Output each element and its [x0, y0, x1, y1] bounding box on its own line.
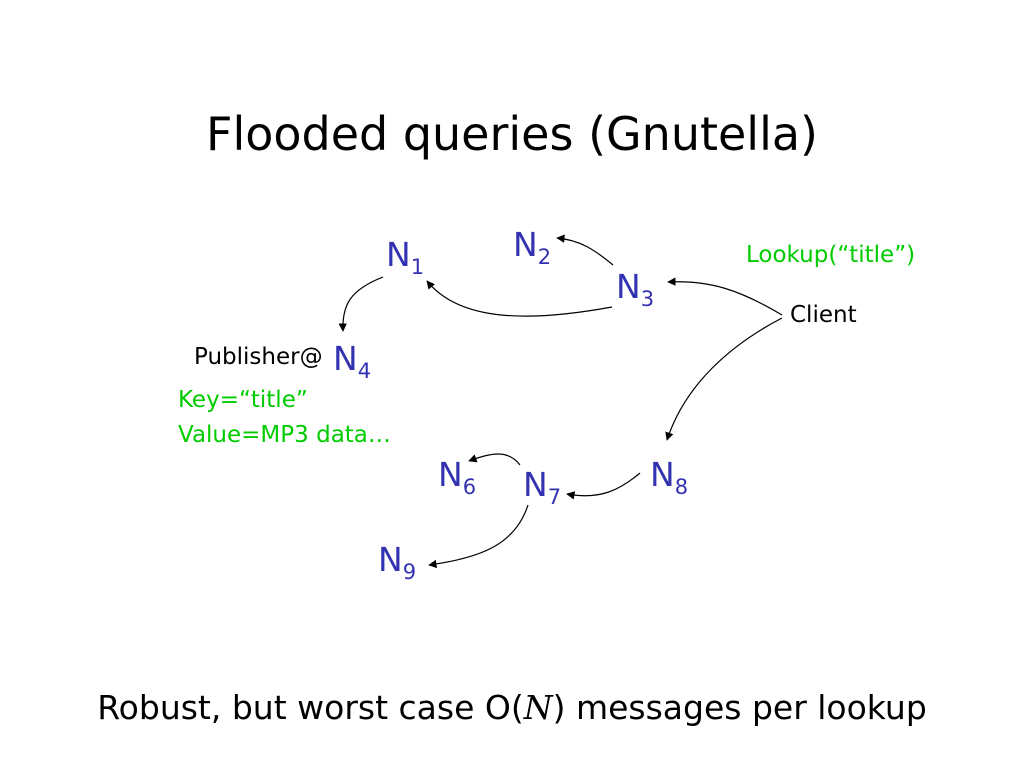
- key-label: Key=“title”: [178, 387, 308, 413]
- node-n6: N6: [438, 455, 476, 498]
- edge-n3-n2: [556, 234, 614, 266]
- footer-text-after: ) messages per lookup: [552, 688, 927, 727]
- node-n8-sub: 8: [674, 475, 689, 499]
- node-n9-name: N: [378, 540, 403, 579]
- footer-caption: Robust, but worst case O(N) messages per…: [0, 686, 1024, 730]
- client-label: Client: [790, 302, 857, 328]
- node-n4-name: N: [333, 339, 358, 378]
- lookup-label: Lookup(“title”): [746, 242, 916, 268]
- footer-variable: N: [523, 688, 553, 727]
- node-n9-sub: 9: [402, 560, 417, 584]
- node-n6-name: N: [438, 455, 463, 494]
- node-n9: N9: [378, 540, 416, 583]
- node-n1-name: N: [386, 235, 411, 274]
- footer-text-before: Robust, but worst case O(: [97, 688, 524, 727]
- node-n3-sub: 3: [640, 287, 655, 311]
- node-n8: N8: [650, 455, 688, 498]
- node-n1-sub: 1: [410, 255, 425, 279]
- node-n7-sub: 7: [547, 485, 562, 509]
- node-n1: N1: [386, 235, 424, 278]
- node-n4: N4: [333, 339, 371, 382]
- edge-n1-n4: [338, 276, 384, 332]
- slide-title: Flooded queries (Gnutella): [205, 107, 818, 161]
- edge-client-n8: [665, 317, 783, 441]
- edge-n8-n7: [566, 472, 641, 500]
- edge-n7-n6: [468, 453, 521, 466]
- node-n7-name: N: [523, 465, 548, 504]
- node-n3-name: N: [616, 267, 641, 306]
- node-n6-sub: 6: [462, 475, 477, 499]
- edge-client-n3: [667, 277, 783, 316]
- edge-n7-n9: [428, 504, 529, 569]
- node-n2-sub: 2: [537, 245, 552, 269]
- edge-n3-n1: [426, 280, 613, 317]
- publisher-label: Publisher@: [194, 344, 323, 370]
- node-n3: N3: [616, 267, 654, 310]
- node-n8-name: N: [650, 455, 675, 494]
- node-n4-sub: 4: [357, 359, 372, 383]
- node-n7: N7: [523, 465, 561, 508]
- value-label: Value=MP3 data…: [178, 422, 391, 448]
- node-n2-name: N: [513, 225, 538, 264]
- node-n2: N2: [513, 225, 551, 268]
